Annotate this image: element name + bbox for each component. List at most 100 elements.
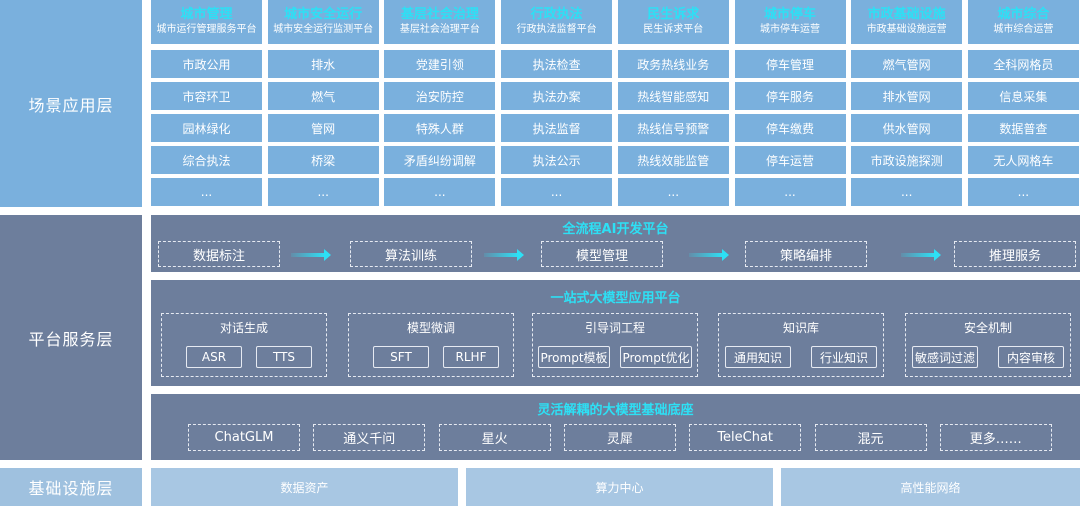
scene-item: 热线效能监管 bbox=[617, 146, 729, 174]
scene-item: 热线智能感知 bbox=[617, 82, 729, 110]
scene-item: ... bbox=[151, 178, 262, 206]
llm-app-platform-title: 一站式大模型应用平台 bbox=[550, 291, 681, 306]
scene-item: ... bbox=[267, 178, 379, 206]
scene-item: 燃气管网 bbox=[851, 50, 963, 78]
scene-column-subtitle: 民生诉求平台 bbox=[643, 24, 704, 35]
base-model-item: 更多…… bbox=[939, 424, 1052, 451]
llm-group-title: 模型微调 bbox=[406, 321, 455, 335]
platform-layer-label: 平台服务层 bbox=[0, 215, 142, 460]
scene-item: ... bbox=[851, 178, 963, 206]
scene-item: 特殊人群 bbox=[384, 114, 496, 142]
scene-column: 基层社会治理基层社会治理平台党建引领治安防控特殊人群矛盾纠纷调解... bbox=[384, 0, 496, 206]
scene-column-subtitle: 市政基础设施运营 bbox=[866, 24, 947, 35]
scene-column-subtitle: 行政执法监督平台 bbox=[516, 24, 597, 35]
base-model-item: 通义千问 bbox=[313, 424, 426, 451]
scene-item: 市政公用 bbox=[151, 50, 262, 78]
scene-column: 城市安全运行城市安全运行监测平台排水燃气管网桥梁... bbox=[267, 0, 379, 206]
llm-capability-chip: TTS bbox=[256, 346, 312, 368]
scene-item: 停车服务 bbox=[734, 82, 846, 110]
scene-item: 信息采集 bbox=[967, 82, 1079, 110]
scene-item: 燃气 bbox=[267, 82, 379, 110]
base-model-item: ChatGLM bbox=[188, 424, 300, 451]
ai-dev-platform: 全流程AI开发平台 数据标注 算法训练 模型管理 策略编排 推理服务 bbox=[151, 215, 1080, 272]
llm-capability-group: 知识库通用知识行业知识 bbox=[718, 313, 884, 377]
base-model-foundation: 灵活解耦的大模型基础底座 ChatGLM 通义千问星火灵犀 TeleChat 混元更多… bbox=[151, 394, 1080, 460]
llm-group-title: 安全机制 bbox=[963, 321, 1012, 335]
scene-column-title: 城市停车 bbox=[763, 7, 816, 22]
llm-capability-chip: SFT bbox=[373, 346, 429, 368]
ai-dev-platform-title: 全流程AI开发平台 bbox=[562, 222, 669, 237]
scene-item: 市政设施探测 bbox=[851, 146, 963, 174]
ai-step-model-management: 模型管理 bbox=[541, 241, 663, 267]
scene-item: ... bbox=[501, 178, 613, 206]
base-model-foundation-title: 灵活解耦的大模型基础底座 bbox=[537, 403, 694, 418]
arrow-right-icon bbox=[291, 249, 331, 261]
scene-item: 市容环卫 bbox=[151, 82, 262, 110]
llm-capability-group: 对话生成 ASR TTS bbox=[161, 313, 327, 377]
scene-item: ... bbox=[617, 178, 729, 206]
llm-capability-chip: 通用知识 bbox=[725, 346, 791, 368]
scene-column-subtitle: 城市停车运营 bbox=[760, 24, 820, 35]
base-model-item: 混元 bbox=[814, 424, 927, 451]
scene-item: 执法监督 bbox=[501, 114, 613, 142]
scene-column-header: 行政执法行政执法监督平台 bbox=[501, 0, 613, 44]
scene-column-title: 城市安全运行 bbox=[284, 7, 363, 22]
scene-column-header: 民生诉求民生诉求平台 bbox=[617, 0, 729, 44]
llm-group-title: 知识库 bbox=[782, 321, 819, 335]
scene-item: 矛盾纠纷调解 bbox=[384, 146, 496, 174]
scene-column-subtitle: 基层社会治理平台 bbox=[399, 24, 480, 35]
base-model-item: 灵犀 bbox=[563, 424, 676, 451]
llm-capability-chip: 行业知识 bbox=[811, 346, 877, 368]
infra-compute-center: 算力中心 bbox=[466, 468, 773, 506]
scene-item: 治安防控 bbox=[384, 82, 496, 110]
base-model-item: TeleChat bbox=[689, 424, 802, 451]
scene-column: 城市综合城市综合运营全科网格员信息采集数据普查无人网格车... bbox=[967, 0, 1079, 206]
ai-step-data-labeling: 数据标注 bbox=[158, 241, 280, 267]
llm-group-title: 对话生成 bbox=[219, 321, 268, 335]
scene-item: 执法检查 bbox=[501, 50, 613, 78]
ai-step-strategy-orchestration: 策略编排 bbox=[745, 241, 867, 267]
scene-item: 全科网格员 bbox=[967, 50, 1079, 78]
scene-item: 园林绿化 bbox=[151, 114, 262, 142]
scene-column: 民生诉求民生诉求平台政务热线业务热线智能感知热线信号预警热线效能监管... bbox=[617, 0, 729, 206]
scene-item: 无人网格车 bbox=[967, 146, 1079, 174]
scene-column-header: 基层社会治理基层社会治理平台 bbox=[384, 0, 496, 44]
scene-column: 城市管理城市运行管理服务平台市政公用市容环卫园林绿化综合执法... bbox=[151, 0, 262, 206]
llm-capability-chip: ASR bbox=[186, 346, 242, 368]
llm-capability-chip: Prompt模板 bbox=[538, 346, 610, 368]
scene-column-title: 民生诉求 bbox=[647, 7, 700, 22]
scene-column-title: 基层社会治理 bbox=[400, 7, 479, 22]
scene-column-subtitle: 城市综合运营 bbox=[993, 24, 1054, 35]
scene-item: 政务热线业务 bbox=[617, 50, 729, 78]
arrow-right-icon bbox=[484, 249, 524, 261]
scene-column-title: 行政执法 bbox=[530, 7, 583, 22]
ai-step-algorithm-training: 算法训练 bbox=[350, 241, 472, 267]
llm-group-title: 引导词工程 bbox=[584, 321, 645, 335]
base-model-item: 星火 bbox=[438, 424, 551, 451]
scene-item: 管网 bbox=[267, 114, 379, 142]
scene-item: 停车管理 bbox=[734, 50, 846, 78]
scene-layer-label: 场景应用层 bbox=[0, 0, 142, 207]
scene-column-header: 市政基础设施市政基础设施运营 bbox=[851, 0, 963, 44]
scene-column-title: 城市管理 bbox=[180, 7, 233, 22]
scene-column: 市政基础设施市政基础设施运营燃气管网排水管网供水管网市政设施探测... bbox=[851, 0, 963, 206]
llm-capability-chip: 内容审核 bbox=[998, 346, 1064, 368]
scene-item: 综合执法 bbox=[151, 146, 262, 174]
scene-item: ... bbox=[967, 178, 1079, 206]
llm-capability-group: 安全机制敏感词过滤内容审核 bbox=[905, 313, 1071, 377]
scene-item: 热线信号预警 bbox=[617, 114, 729, 142]
scene-column-header: 城市停车城市停车运营 bbox=[734, 0, 846, 44]
scene-item: 停车缴费 bbox=[734, 114, 846, 142]
infra-layer-label: 基础设施层 bbox=[0, 468, 142, 506]
scene-column: 行政执法行政执法监督平台执法检查执法办案执法监督执法公示... bbox=[501, 0, 613, 206]
infra-data-assets: 数据资产 bbox=[151, 468, 458, 506]
scene-column-header: 城市综合城市综合运营 bbox=[967, 0, 1079, 44]
scene-item: 桥梁 bbox=[267, 146, 379, 174]
scene-column: 城市停车城市停车运营停车管理停车服务停车缴费停车运营... bbox=[734, 0, 846, 206]
scene-item: 执法办案 bbox=[501, 82, 613, 110]
llm-capability-chip: 敏感词过滤 bbox=[912, 346, 978, 368]
scene-item: 数据普查 bbox=[967, 114, 1079, 142]
scene-column-header: 城市安全运行城市安全运行监测平台 bbox=[267, 0, 379, 44]
